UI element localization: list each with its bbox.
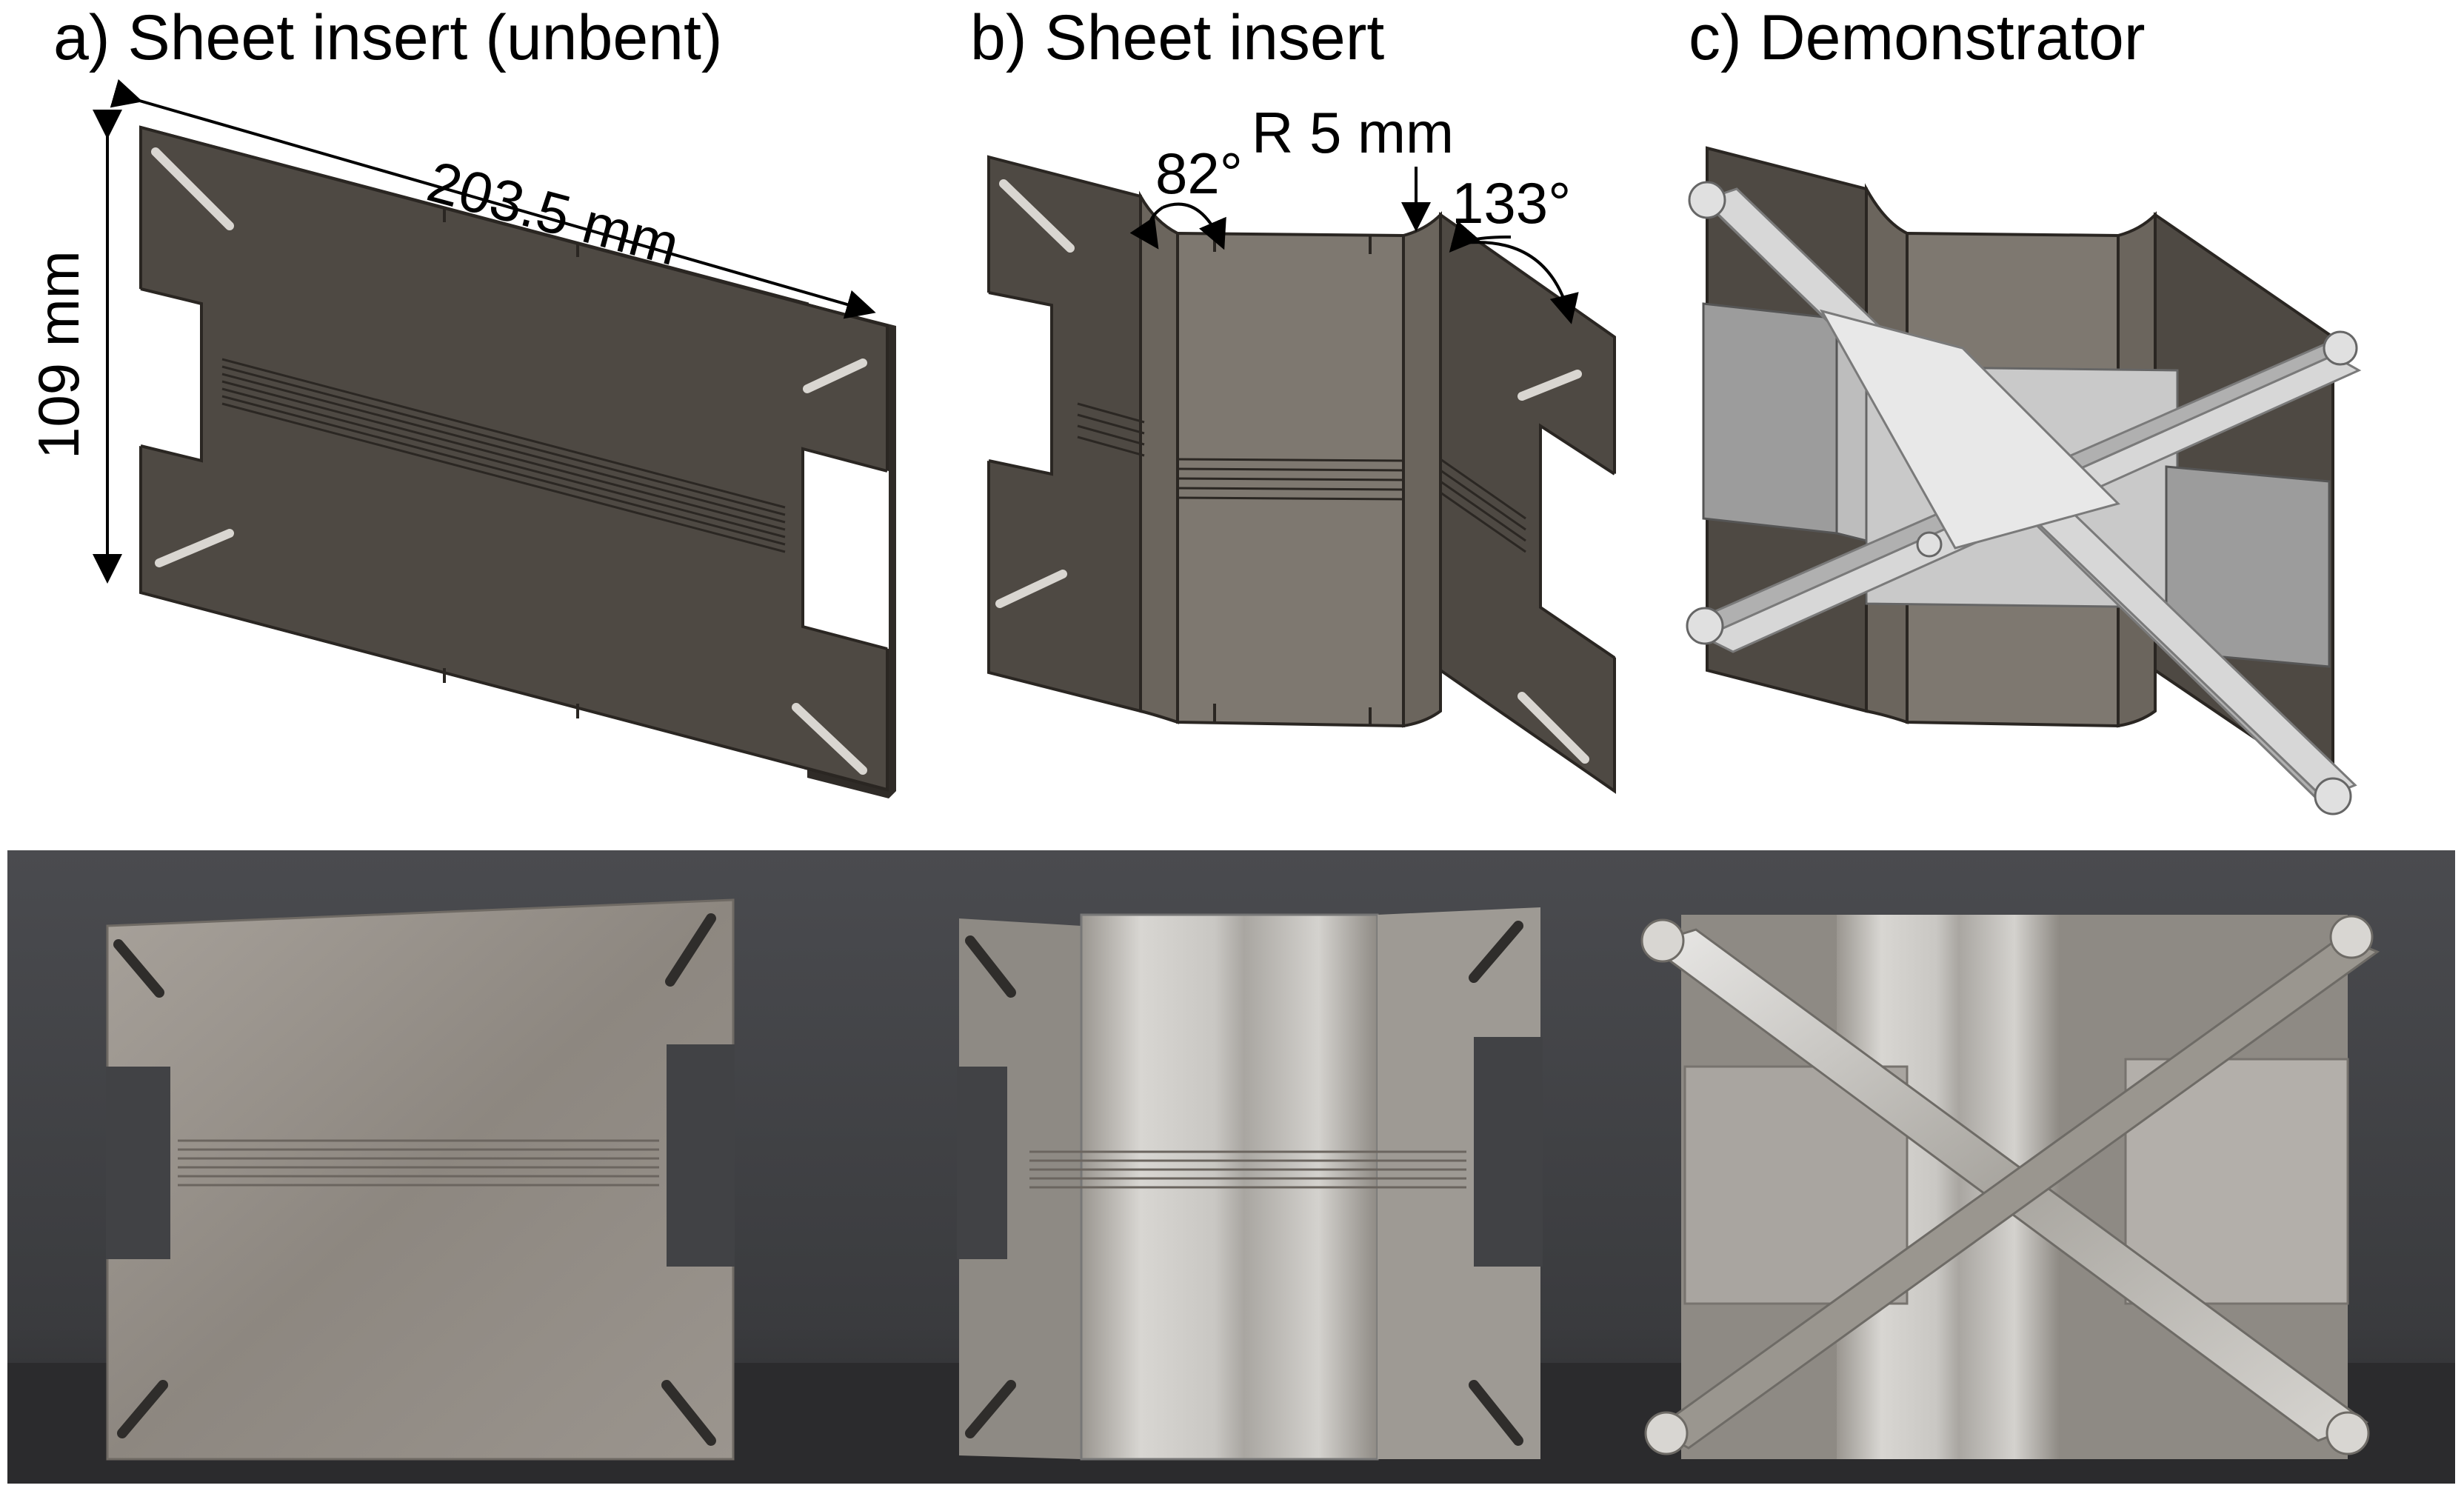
panel-a-plate-final <box>139 125 889 792</box>
photo-demonstrator <box>1640 915 2380 1459</box>
bent-corner-slots <box>995 179 1589 764</box>
panel-a-dimensions <box>93 79 876 584</box>
angle-82-label: 82° <box>1155 141 1243 206</box>
photo-strip <box>7 850 2455 1484</box>
bent-grooves <box>1077 402 1526 553</box>
panel-b-sheet <box>987 155 1616 794</box>
bending-grooves <box>221 358 786 553</box>
x-ribs <box>1700 187 2362 809</box>
photo-unbent-sheet <box>106 898 735 1461</box>
panel-c-demonstrator <box>1686 146 2362 815</box>
panel-c-title: c) Demonstrator <box>1689 2 2146 73</box>
panel-b-title: b) Sheet insert <box>970 2 1385 73</box>
photo-bent-grooves <box>1029 1150 1466 1189</box>
panel-a-title: a) Sheet insert (unbent) <box>53 2 723 73</box>
photo-bent-sheet <box>957 907 1543 1461</box>
photo-unbent-grooves <box>178 1139 659 1187</box>
radius-label: R 5 mm <box>1252 100 1454 165</box>
corner-pins <box>1686 181 2358 815</box>
panel-b-annotations <box>1129 167 1579 324</box>
